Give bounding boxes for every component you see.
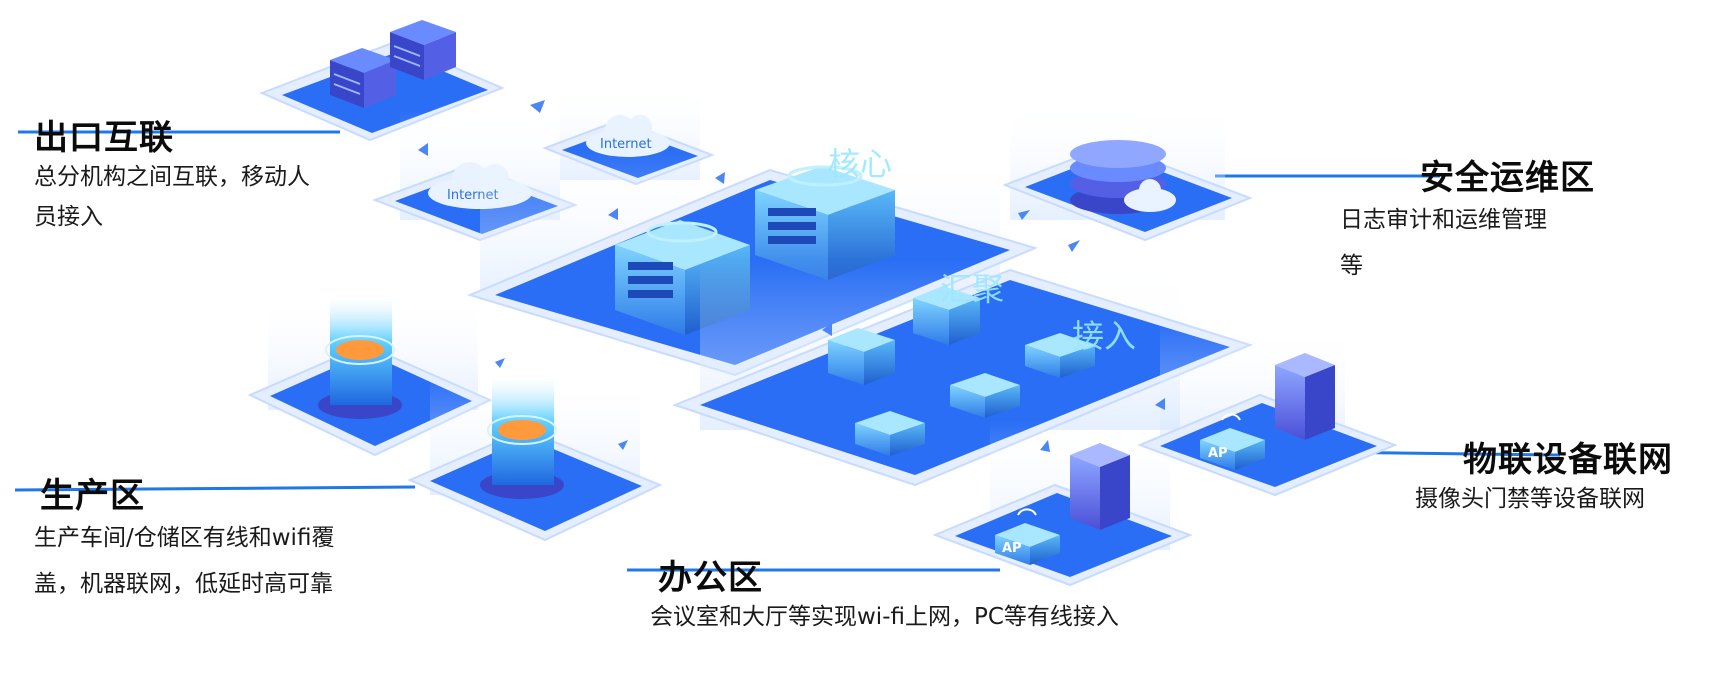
egress-callout: 出口互联 总分机构之间互联，移动人 员接入: [34, 118, 310, 237]
aggregation-access-platform: 汇聚 接入: [672, 260, 1253, 487]
office-platform: AP: [932, 420, 1193, 587]
reactor-icon: [318, 300, 402, 419]
egress-desc-line-1: 总分机构之间互联，移动人: [34, 164, 310, 191]
production-desc-line-1: 生产车间/仓储区有线和wifi覆: [34, 525, 335, 552]
office-title: 办公区: [658, 558, 763, 598]
production-title: 生产区: [40, 476, 145, 516]
core-switch-icon: [755, 165, 895, 280]
wireless-ap-icon: AP: [1200, 413, 1265, 470]
wireless-ap-icon: AP: [995, 508, 1060, 565]
aggregation-label: 汇聚: [940, 270, 1004, 308]
flow-arrows: [418, 100, 1165, 452]
egress-server-platform: [259, 20, 505, 142]
iot-callout: 物联设备联网 摄像头门禁等设备联网: [1415, 440, 1673, 519]
office-building-icon: [1275, 353, 1335, 440]
production-callout: 生产区 生产车间/仓储区有线和wifi覆 盖，机器联网，低延时高可靠: [34, 476, 335, 607]
access-label: 接入: [1072, 317, 1136, 355]
iot-desc: 摄像头门禁等设备联网: [1415, 486, 1645, 513]
egress-title: 出口互联: [34, 118, 174, 158]
security-callout: 安全运维区 日志审计和运维管理 等: [1340, 158, 1595, 289]
security-desc-line-1: 日志审计和运维管理: [1340, 207, 1547, 234]
iot-title: 物联设备联网: [1463, 440, 1673, 480]
aggregation-switch-icon: [913, 286, 980, 345]
security-title: 安全运维区: [1420, 158, 1595, 198]
cloud-label: Internet: [600, 137, 652, 152]
office-building-icon: [1070, 443, 1130, 530]
database-cloud-icon: [1070, 140, 1176, 214]
core-label: 核心: [828, 145, 892, 183]
access-switch-icon: [855, 411, 925, 456]
ap-label: AP: [1002, 541, 1022, 556]
security-ops-platform: [1002, 100, 1253, 242]
aggregation-switch-icon: [828, 328, 895, 385]
production-platform-2: [407, 375, 663, 542]
office-desc: 会议室和大厅等实现wi-fi上网，PC等有线接入: [650, 604, 1119, 631]
egress-desc-line-2: 员接入: [34, 204, 103, 231]
reactor-icon: [480, 380, 564, 499]
office-callout: 办公区 会议室和大厅等实现wi-fi上网，PC等有线接入: [650, 558, 1119, 637]
production-desc-line-2: 盖，机器联网，低延时高可靠: [34, 571, 333, 598]
iot-platform: AP: [1137, 320, 1398, 497]
access-switch-icon: [950, 373, 1020, 418]
access-switch-icon: [1025, 333, 1095, 378]
security-desc-line-2: 等: [1340, 253, 1363, 280]
ap-label: AP: [1208, 446, 1228, 461]
server-stack-icon: [330, 20, 456, 108]
